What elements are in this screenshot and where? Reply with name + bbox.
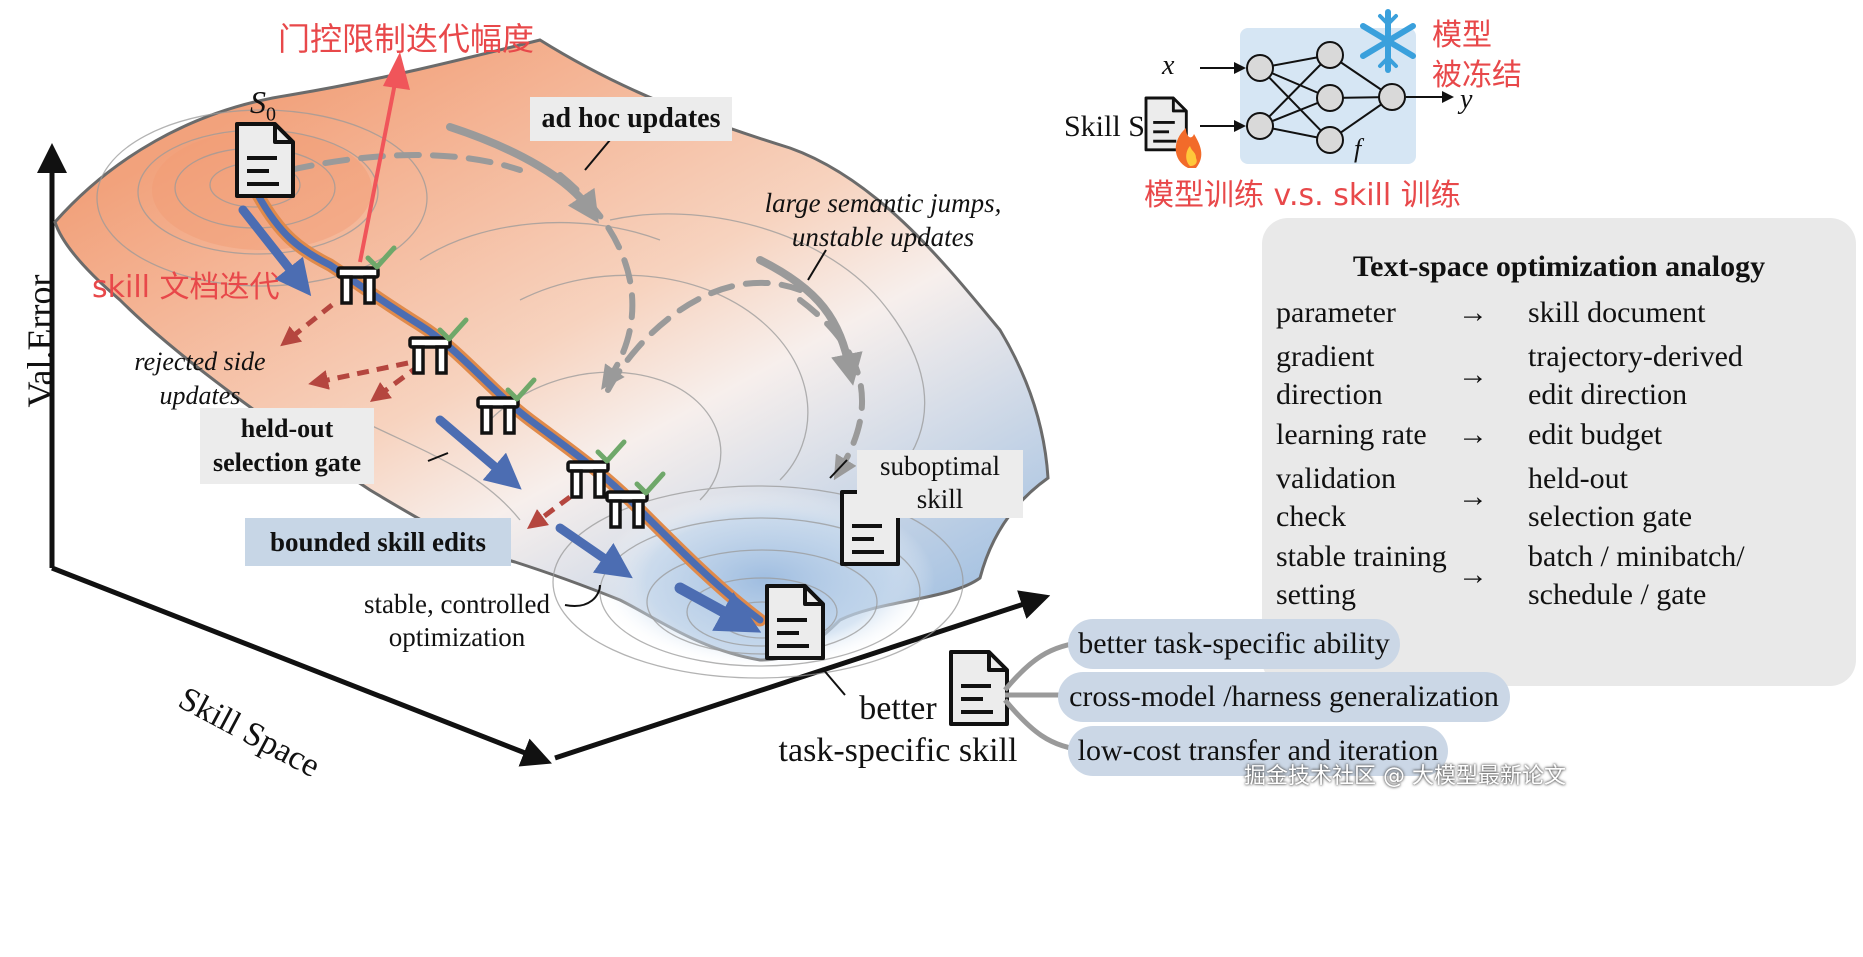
analogy-row-1-left: parameter (1276, 296, 1396, 329)
ad-hoc-arrows (287, 123, 865, 481)
input-skill-label: Skill S (1064, 110, 1145, 143)
selection-gate-box: held-out selection gate (200, 408, 374, 484)
train-comparison-label: 模型训练 v.s. skill 训练 (1144, 178, 1461, 213)
snowflake-icon (1360, 9, 1416, 73)
axes (37, 143, 1051, 767)
large-jumps-line1: large semantic jumps, (764, 188, 1002, 218)
stable-line1: stable, controlled (364, 589, 550, 619)
frozen-line2: 被冻结 (1432, 58, 1522, 93)
benefit-pill-2: cross-model /harness generalization (1058, 672, 1510, 722)
benefit-pill-3: low-cost transfer and iteration (1068, 726, 1448, 776)
skill-iteration-label: skill 文档迭代 (92, 270, 280, 305)
suboptimal-box: suboptimal skill (857, 450, 1023, 518)
start-symbol: S (250, 84, 266, 120)
input-x-label: x (1162, 50, 1175, 81)
function-f-label: f (1354, 134, 1362, 163)
analogy-panel: Text-space optimization analogy paramete… (1262, 218, 1856, 686)
rejected-line2: updates (159, 381, 241, 410)
analogy-row-1-right: skill document (1528, 296, 1706, 329)
large-jumps-line2: unstable updates (791, 222, 975, 252)
suboptimal-line2: skill (916, 484, 964, 514)
large-jumps-label: large semantic jumps, unstable updates (758, 186, 1008, 254)
analogy-row-3-right: edit budget (1528, 418, 1663, 451)
analogy-row-3-left: learning rate (1276, 418, 1427, 451)
neural-network-icon (1200, 28, 1454, 164)
y-axis-label: Val.Error (20, 274, 60, 408)
leader-lines (427, 139, 848, 696)
gate-limit-arrow (358, 52, 410, 263)
watermark: 掘金技术社区 @ 大模型最新论文 (1244, 764, 1566, 789)
fire-icon (1175, 128, 1202, 168)
ad-hoc-updates-box: ad hoc updates (530, 97, 732, 141)
gate-line1: held-out (240, 414, 334, 443)
better-skill-label: better task-specific skill (770, 688, 1026, 772)
document-icon-start (235, 122, 295, 198)
bounded-edits-box: bounded skill edits (245, 518, 511, 566)
analogy-row-2-right: trajectory-derived edit direction (1528, 340, 1743, 411)
analogy-row-4-left: validation check (1276, 462, 1396, 533)
better-line2: task-specific skill (778, 732, 1018, 769)
bounded-edit-arrows (238, 205, 762, 633)
optimization-path (251, 188, 767, 627)
analogy-row-2-arrow: → (1458, 358, 1488, 391)
start-subscript: 0 (266, 103, 276, 126)
analogy-row-4-arrow: → (1458, 480, 1488, 513)
output-y-label: y (1460, 84, 1473, 115)
frozen-model-label: 模型 被冻结 (1432, 16, 1522, 96)
analogy-row-2-left: gradient direction (1276, 340, 1383, 411)
analogy-row-1-arrow: → (1458, 296, 1488, 329)
suboptimal-line1: suboptimal (880, 451, 1000, 481)
stable-line2: optimization (388, 622, 526, 652)
analogy-row-3-arrow: → (1458, 418, 1488, 451)
rejected-updates-label: rejected side updates (118, 345, 282, 413)
document-icon-best (765, 584, 825, 660)
analogy-row-5-right: batch / minibatch/ schedule / gate (1528, 540, 1745, 611)
analogy-row-5-left: stable training setting (1276, 540, 1447, 611)
gate-limit-label: 门控限制迭代幅度 (278, 20, 535, 58)
analogy-title: Text-space optimization analogy (1352, 250, 1766, 283)
rejected-line1: rejected side (134, 347, 266, 376)
frozen-line1: 模型 (1432, 18, 1492, 53)
gate-line2: selection gate (212, 448, 361, 477)
benefit-pill-1: better task-specific ability (1068, 619, 1400, 669)
analogy-row-4-right: held-out selection gate (1528, 462, 1693, 533)
analogy-row-5-arrow: → (1458, 558, 1488, 591)
better-line1: better (859, 690, 937, 727)
start-label: S0 (250, 84, 276, 126)
stable-optimization-label: stable, controlled optimization (352, 588, 562, 654)
